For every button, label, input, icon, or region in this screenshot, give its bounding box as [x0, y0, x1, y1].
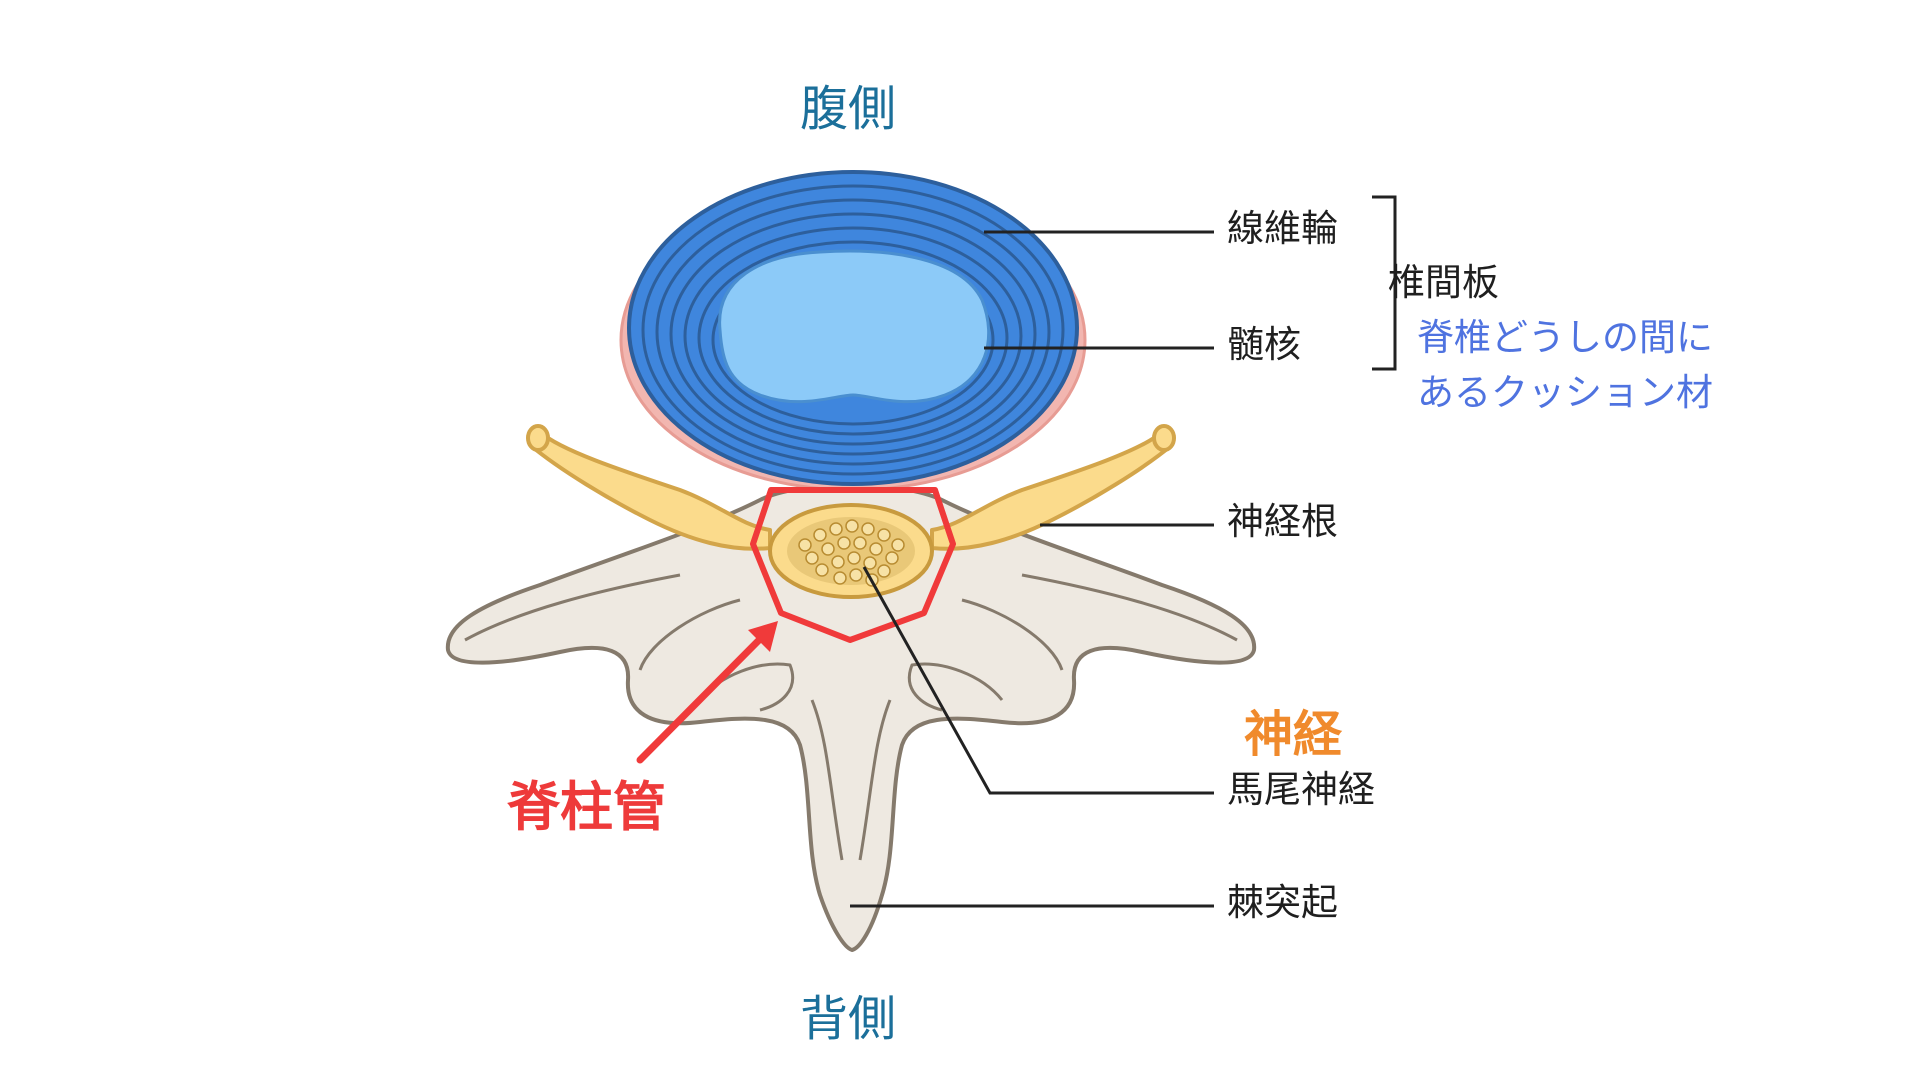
intervertebral-disc-label: 椎間板	[1388, 261, 1499, 304]
nerves-label: 神経	[1244, 706, 1343, 763]
dorsal-label: 背側	[800, 991, 897, 1047]
nerve-fiber-dots	[798, 519, 905, 587]
spinous-process-label: 棘突起	[1227, 881, 1338, 924]
spinal-canal-arrow	[636, 621, 778, 764]
cauda-equina-bundle	[768, 503, 934, 599]
right-nerve-root-tip	[1152, 424, 1176, 452]
nerve-roots	[526, 424, 1176, 551]
annulus-rings	[641, 184, 1065, 476]
spinal-canal-outline	[750, 487, 956, 643]
spinal-canal-label: 脊柱管	[507, 777, 666, 838]
leader-lines	[850, 230, 1214, 908]
left-nerve-root-tip	[526, 424, 550, 452]
intervertebral-disc	[619, 170, 1087, 492]
nerve-root-label: 神経根	[1227, 500, 1338, 543]
nucleus-pulposus-shape	[718, 249, 991, 404]
disc-bracket	[1372, 195, 1397, 371]
vertebra-bone	[445, 483, 1257, 952]
annulus-fibrosus-label: 線維輪	[1227, 207, 1338, 250]
nucleus-pulposus-label: 髄核	[1227, 323, 1301, 366]
cauda-equina-label: 馬尾神経	[1227, 768, 1375, 811]
disc-note-line2: あるクッション材	[1417, 371, 1713, 414]
ventral-label: 腹側	[800, 81, 897, 137]
cauda-equina-leader	[862, 566, 1214, 795]
disc-note-line1: 脊椎どうしの間に	[1417, 316, 1713, 359]
